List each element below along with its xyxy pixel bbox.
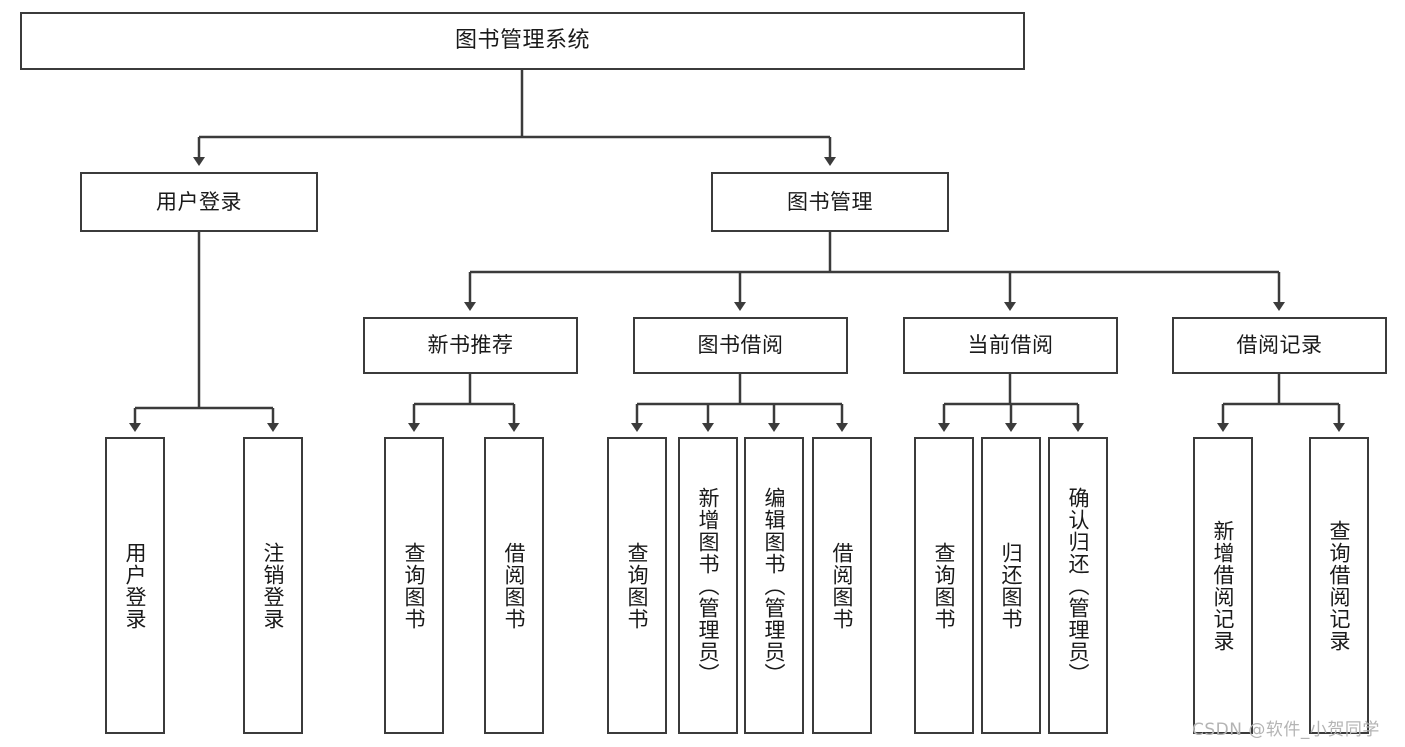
node-label: 图书管理 (787, 189, 873, 214)
node-borrow-record[interactable]: 借阅记录 (1172, 317, 1387, 374)
node-book-borrow[interactable]: 图书借阅 (633, 317, 848, 374)
node-label: 新增图书（管理员） (696, 486, 721, 685)
node-label: 注销登录 (261, 541, 286, 630)
leaf-user-login[interactable]: 用户登录 (105, 437, 165, 734)
leaf-borrow-book[interactable]: 借阅图书 (812, 437, 872, 734)
node-label: 借阅记录 (1236, 333, 1323, 358)
node-label: 借阅图书 (502, 541, 527, 630)
leaf-borrow-book-recommend[interactable]: 借阅图书 (484, 437, 544, 734)
leaf-return-book[interactable]: 归还图书 (981, 437, 1041, 734)
node-label: 编辑图书（管理员） (762, 486, 787, 685)
node-label: 归还图书 (999, 541, 1024, 630)
node-user-login[interactable]: 用户登录 (80, 172, 318, 232)
leaf-edit-book-admin[interactable]: 编辑图书（管理员） (744, 437, 804, 734)
node-root-system[interactable]: 图书管理系统 (20, 12, 1025, 70)
node-label: 用户登录 (123, 541, 148, 630)
node-label: 查询借阅记录 (1327, 519, 1352, 652)
node-label: 用户登录 (156, 189, 242, 214)
leaf-add-borrow-record[interactable]: 新增借阅记录 (1193, 437, 1253, 734)
node-current-borrow[interactable]: 当前借阅 (903, 317, 1118, 374)
node-new-book-recommend[interactable]: 新书推荐 (363, 317, 578, 374)
leaf-query-book-current[interactable]: 查询图书 (914, 437, 974, 734)
node-label: 查询图书 (402, 541, 427, 630)
node-label: 新增借阅记录 (1211, 519, 1236, 652)
leaf-query-borrow-record[interactable]: 查询借阅记录 (1309, 437, 1369, 734)
node-label: 新书推荐 (427, 333, 514, 358)
leaf-query-book-recommend[interactable]: 查询图书 (384, 437, 444, 734)
node-label: 图书管理系统 (454, 28, 590, 54)
node-label: 借阅图书 (830, 541, 855, 630)
node-book-management[interactable]: 图书管理 (711, 172, 949, 232)
leaf-logout-login[interactable]: 注销登录 (243, 437, 303, 734)
leaf-add-book-admin[interactable]: 新增图书（管理员） (678, 437, 738, 734)
node-label: 当前借阅 (967, 333, 1054, 358)
csdn-watermark: CSDN @软件_小贺同学 (1192, 720, 1380, 740)
leaf-confirm-return-admin[interactable]: 确认归还（管理员） (1048, 437, 1108, 734)
node-label: 图书借阅 (697, 333, 784, 358)
node-label: 查询图书 (932, 541, 957, 630)
node-label: 查询图书 (625, 541, 650, 630)
leaf-query-book-borrow[interactable]: 查询图书 (607, 437, 667, 734)
node-label: 确认归还（管理员） (1066, 486, 1091, 685)
